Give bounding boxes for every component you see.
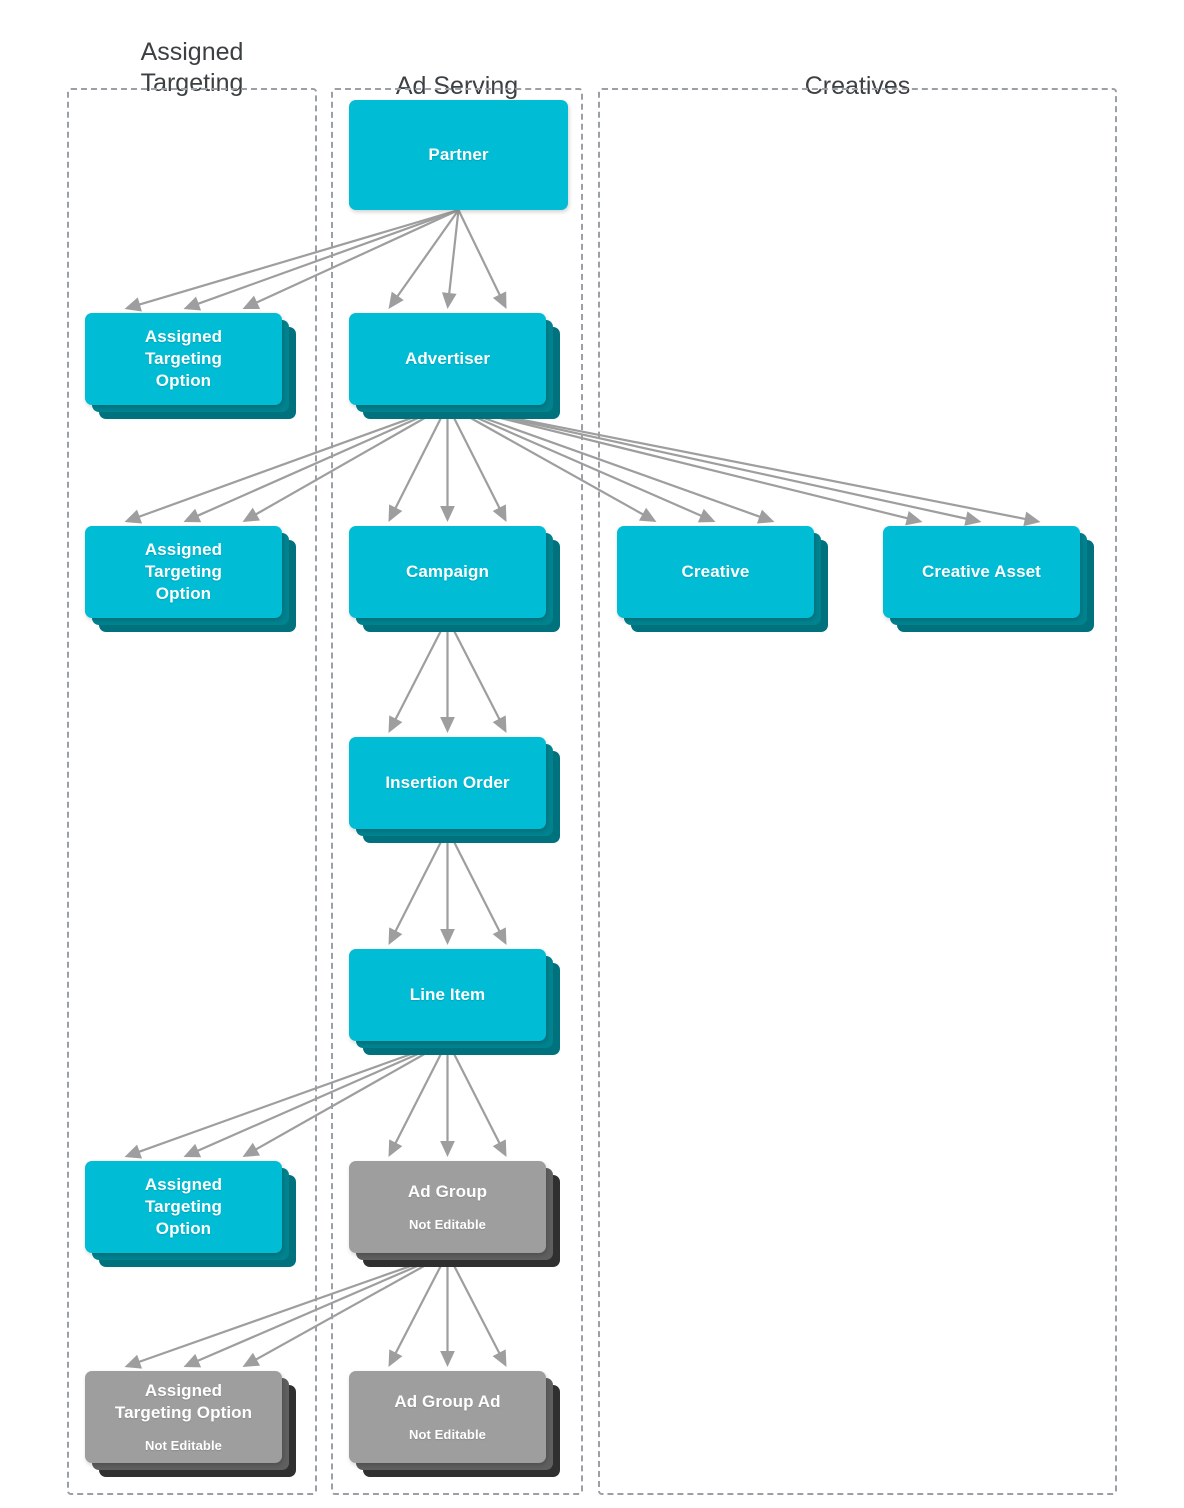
node-not-editable-badge: Not Editable	[408, 1427, 487, 1442]
node-front-card[interactable]: Campaign	[349, 526, 546, 618]
node-line-item[interactable]: Line Item	[349, 949, 560, 1055]
node-label: Assigned Targeting Option	[114, 1381, 253, 1422]
node-front-card[interactable]: Assigned Targeting Option	[85, 313, 282, 405]
node-creative-asset[interactable]: Creative Asset	[883, 526, 1094, 632]
node-label: Assigned Targeting Option	[144, 327, 223, 390]
node-label: Creative Asset	[922, 562, 1041, 581]
node-label: Line Item	[409, 985, 486, 1004]
node-label: Campaign	[406, 562, 489, 581]
node-front-card[interactable]: Partner	[349, 100, 568, 210]
column-header-label: Ad Serving	[395, 72, 519, 100]
node-not-editable-badge: Not Editable	[408, 1217, 487, 1232]
node-ato-line-item[interactable]: Assigned Targeting Option	[85, 1161, 296, 1267]
node-front-card[interactable]: Assigned Targeting Option	[85, 526, 282, 618]
node-front-card[interactable]: Line Item	[349, 949, 546, 1041]
node-creative[interactable]: Creative	[617, 526, 828, 632]
node-ad-group-ad[interactable]: Ad Group Ad Not Editable	[349, 1371, 560, 1477]
node-label: Partner	[428, 145, 489, 164]
node-front-card[interactable]: Creative Asset	[883, 526, 1080, 618]
column-header-label: Creatives	[804, 72, 911, 100]
node-label: Ad Group	[407, 1182, 488, 1201]
node-front-card[interactable]: Advertiser	[349, 313, 546, 405]
node-front-card[interactable]: Insertion Order	[349, 737, 546, 829]
column-header-ad-serving: Ad Serving	[331, 40, 583, 102]
node-not-editable-badge: Not Editable	[144, 1438, 223, 1453]
node-front-card[interactable]: Assigned Targeting Option	[85, 1161, 282, 1253]
node-advertiser[interactable]: Advertiser	[349, 313, 560, 419]
column-header-assigned-targeting: Assigned Targeting	[67, 6, 317, 99]
node-label: Assigned Targeting Option	[144, 1175, 223, 1238]
node-label: Creative	[681, 562, 750, 581]
node-label: Advertiser	[404, 349, 491, 368]
node-label: Insertion Order	[385, 773, 510, 792]
column-header-label: Assigned Targeting	[140, 38, 244, 97]
node-ato-partner[interactable]: Assigned Targeting Option	[85, 313, 296, 419]
container-assigned-targeting	[67, 88, 317, 1495]
node-label: Assigned Targeting Option	[144, 540, 223, 603]
node-ato-advertiser[interactable]: Assigned Targeting Option	[85, 526, 296, 632]
node-front-card[interactable]: Creative	[617, 526, 814, 618]
container-creatives	[598, 88, 1117, 1495]
node-insertion-order[interactable]: Insertion Order	[349, 737, 560, 843]
node-front-card[interactable]: Ad Group Ad Not Editable	[349, 1371, 546, 1463]
container-ad-serving	[331, 88, 583, 1495]
node-partner[interactable]: Partner	[349, 100, 568, 210]
column-header-creatives: Creatives	[598, 40, 1117, 102]
node-label: Ad Group Ad	[394, 1392, 501, 1411]
node-campaign[interactable]: Campaign	[349, 526, 560, 632]
